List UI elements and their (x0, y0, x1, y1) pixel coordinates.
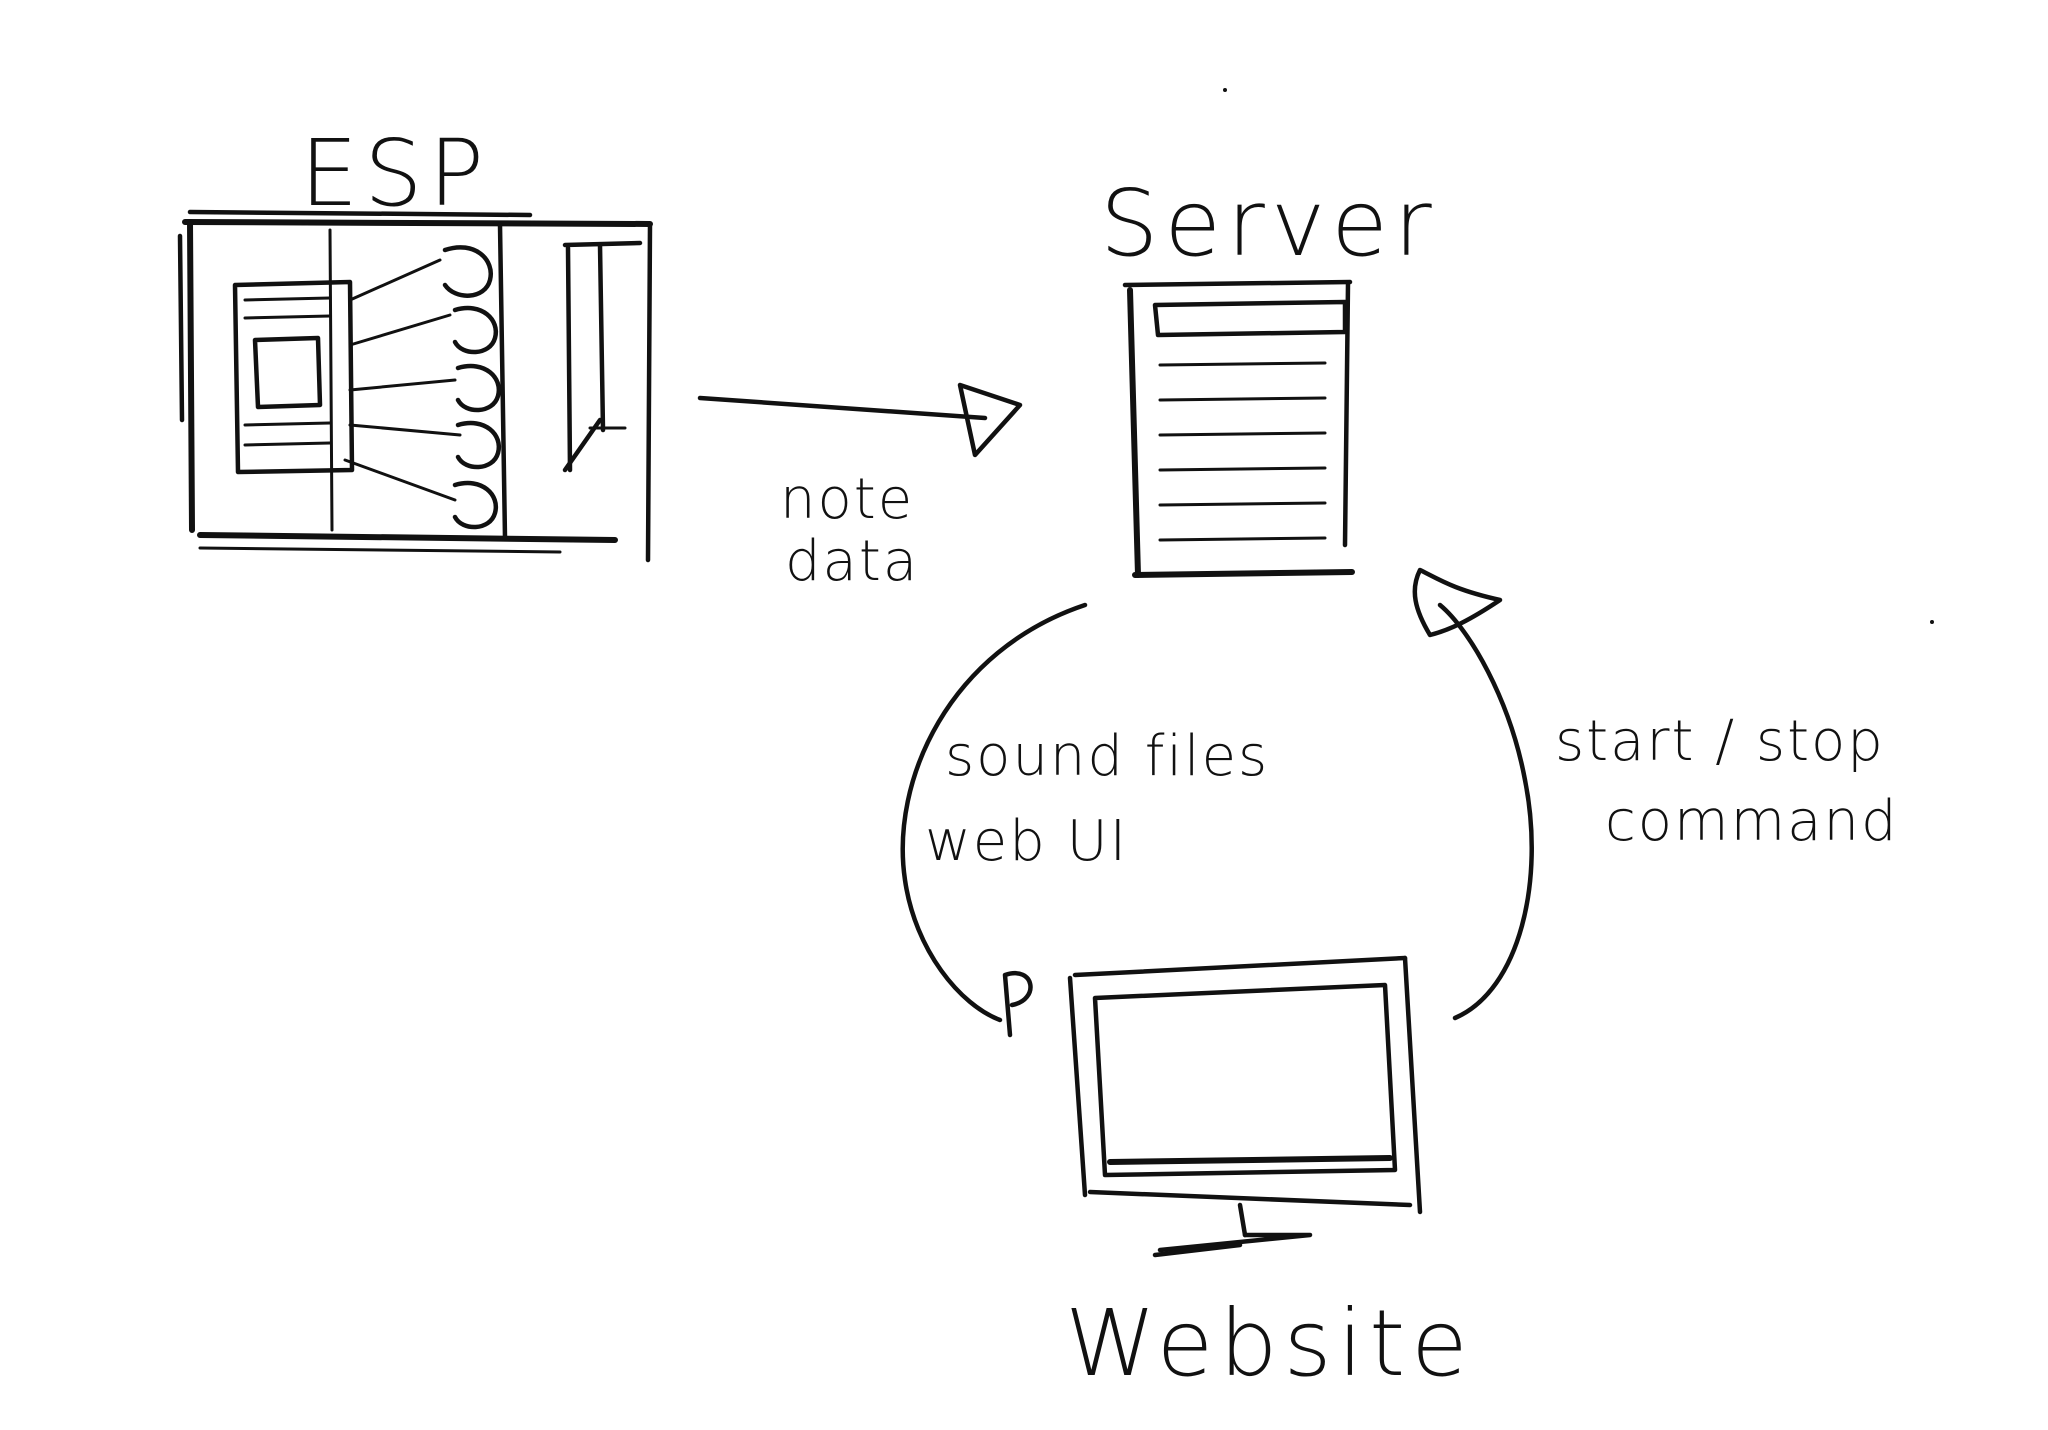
server-to-website-edge: sound files web UI (900, 602, 1269, 1038)
curve-line (1437, 602, 1534, 1021)
arrow-head-icon (1002, 971, 1033, 1038)
stray-dot (1930, 620, 1934, 624)
stray-dot (1223, 88, 1227, 92)
esp-to-server-edge: note data (697, 382, 1023, 594)
arrow-head-icon (1412, 567, 1503, 638)
website-to-server-edge: start / stop command (1412, 567, 1899, 1021)
curve-line (900, 602, 1088, 1023)
edge-label-note: note (780, 467, 914, 532)
edge-label-sound-files: sound files (945, 724, 1269, 789)
website-node: Website (1065, 955, 1474, 1397)
server-title: Server (1100, 170, 1438, 277)
arrow-head-icon (957, 382, 1023, 458)
server-document-icon (1122, 279, 1355, 578)
monitor-icon (1067, 955, 1423, 1258)
server-node: Server (1100, 170, 1438, 578)
arrow-line (697, 395, 988, 421)
esp-title: ESP (300, 120, 490, 227)
esp-board-icon (177, 209, 653, 563)
esp-node: ESP (177, 120, 653, 563)
edge-label-data: data (785, 529, 919, 594)
edge-label-start-stop: start / stop (1555, 709, 1885, 774)
edge-label-web-ui: web UI (925, 809, 1128, 874)
edge-label-command: command (1605, 789, 1899, 854)
website-title: Website (1065, 1290, 1474, 1397)
